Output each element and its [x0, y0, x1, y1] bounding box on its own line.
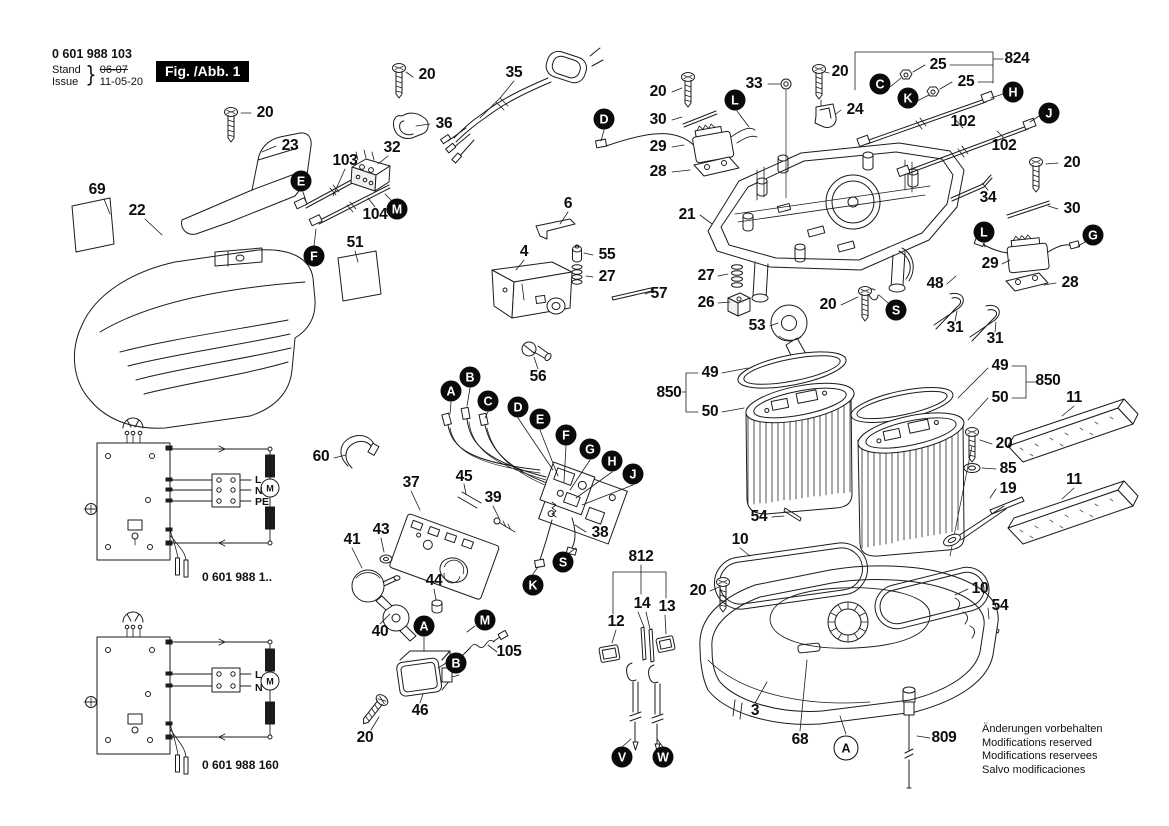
- part-cord-clamp-36: [393, 112, 429, 139]
- part-bolt-56: [521, 341, 552, 362]
- part-clip-31-a: [933, 292, 964, 330]
- part-washer-43: [379, 554, 393, 564]
- stand-label: Stand: [52, 63, 81, 76]
- part-wires-abc: [441, 406, 553, 489]
- part-wire-105: [455, 629, 509, 663]
- part-switch-base: [539, 461, 596, 518]
- part-spring-27-left: [571, 264, 583, 285]
- part-knob-40: [375, 595, 417, 642]
- issue-label: Issue: [52, 75, 79, 88]
- disclaimer-line-en: Modifications reserved: [982, 736, 1093, 749]
- part-pin-54-left: [783, 507, 802, 522]
- disclaimer-line-es: Salvo modificaciones: [982, 763, 1086, 776]
- document-part-number: 0 601 988 103: [52, 47, 132, 61]
- part-rod-57: [611, 287, 653, 301]
- revision-block: Stand Issue } 06-07 11-05-20: [52, 63, 143, 88]
- issue-date: 11-05-20: [99, 75, 143, 88]
- part-pin-55: [572, 244, 582, 263]
- part-block-26: [727, 292, 751, 317]
- disclaimer-notes: Änderungen vorbehalten Modifications res…: [982, 723, 1102, 777]
- part-wire-102-b: [896, 117, 1037, 177]
- part-latch-housing-4: [491, 261, 573, 319]
- schematic-2-motor-symbol: M: [266, 677, 274, 687]
- part-electrode-w: [648, 664, 664, 753]
- disclaimer-line-de: Änderungen vorbehalten: [982, 723, 1103, 735]
- revision-brace: }: [85, 63, 97, 88]
- part-nut-25-b: [926, 86, 940, 97]
- part-clip-12: [598, 644, 621, 663]
- schematic-2-terminal-l: L: [255, 669, 262, 681]
- part-nut-44: [431, 599, 443, 614]
- part-electrode-v: [626, 662, 642, 751]
- schematic-1-terminal-n: N: [255, 485, 263, 497]
- disclaimer-line-fr: Modifications reservees: [982, 750, 1098, 762]
- schematic-1-part-number: 0 601 988 1..: [202, 570, 273, 584]
- schematic-1-motor-symbol: M: [266, 484, 274, 494]
- part-filter-50-left: [745, 382, 855, 515]
- part-blades-14: [640, 626, 655, 663]
- schematic-2-part-number: 0 601 988 160: [202, 758, 279, 772]
- schematic-2-terminal-n: N: [255, 682, 263, 694]
- part-capacitor-29-right: [973, 234, 1081, 274]
- part-filter-50-right: [857, 412, 965, 557]
- part-rod-30-right: [1006, 200, 1051, 219]
- part-container-3: [699, 565, 999, 725]
- part-wire-48: [898, 247, 914, 282]
- part-foam-strip-11-bottom: [1007, 480, 1139, 545]
- schematic-1-terminal-pe: PE: [255, 496, 270, 508]
- part-contact-plate-28-right: [1005, 272, 1049, 292]
- part-screw-39: [493, 517, 516, 533]
- figure-title-box: Fig. /Abb. 1: [156, 61, 250, 82]
- part-switch-box-46: [396, 650, 460, 697]
- part-hex-key-19: [943, 496, 1025, 547]
- part-power-cord-35: [440, 47, 604, 164]
- part-wire-102-a: [856, 90, 995, 147]
- part-clip-24: [814, 99, 837, 128]
- part-seal-loop-10-right: [874, 566, 990, 630]
- schematic-1-terminal-l: L: [255, 474, 262, 486]
- part-filter-gasket-49-left: [737, 351, 847, 389]
- part-handle-23: [181, 132, 312, 235]
- part-terminal-block-32: [350, 149, 391, 192]
- superseded-date: 06-07: [99, 63, 128, 76]
- part-bracket-6: [535, 218, 576, 240]
- part-foam-strip-11-top: [1007, 398, 1139, 463]
- part-label-sticker-51: [337, 250, 382, 302]
- part-rod-30-left: [682, 110, 718, 128]
- part-capacitor-29-left: [595, 123, 758, 164]
- part-washer-33: [780, 78, 792, 199]
- part-hook-60: [340, 435, 380, 469]
- part-nut-25-a: [899, 69, 913, 80]
- part-contact-plate-28-left: [693, 156, 740, 177]
- part-wire-104: [308, 184, 391, 227]
- part-label-sticker-69: [71, 197, 115, 253]
- part-front-panel-37: [389, 513, 500, 600]
- part-clip-31-b: [969, 304, 1000, 342]
- part-top-cover-22: [73, 247, 316, 429]
- schematic-2: M: [83, 611, 280, 775]
- part-spring-27-right: [731, 264, 743, 288]
- part-wire-k: [534, 519, 553, 569]
- part-clip-13: [655, 635, 676, 653]
- schematic-1: M: [83, 417, 280, 578]
- part-pins-45: [457, 491, 482, 509]
- leader-lines: [103, 51, 1086, 748]
- part-dipstick-809: [902, 686, 916, 789]
- part-knob-41: [351, 569, 401, 603]
